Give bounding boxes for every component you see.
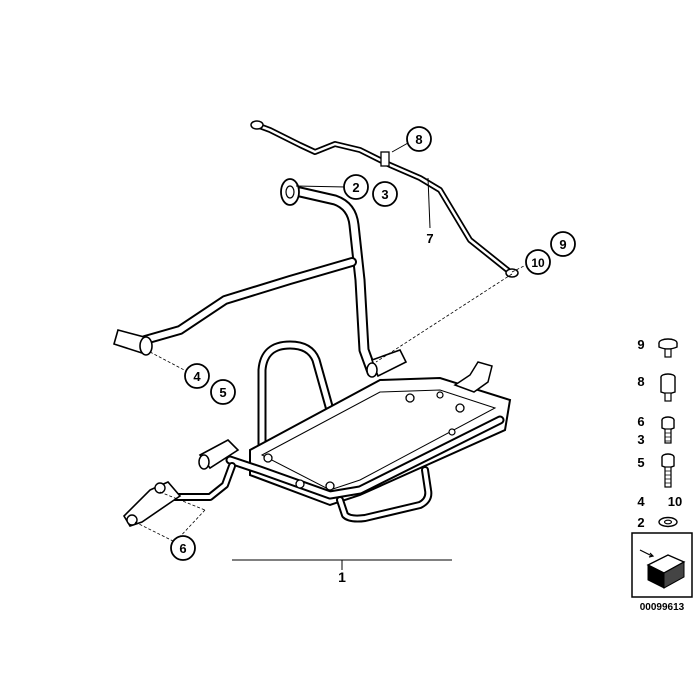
svg-text:3: 3 [381,187,388,202]
svg-text:10: 10 [531,256,545,270]
link-arm [122,462,236,527]
label-part-7: 7 [426,231,433,246]
svg-text:8: 8 [415,132,422,147]
legend-label-2: 2 [637,515,644,530]
svg-text:2: 2 [352,180,359,195]
callout-9: 9 [550,231,576,257]
callout-8: 8 [406,126,432,152]
cap-screw-long-icon [661,453,675,488]
svg-text:6: 6 [179,541,186,556]
callout-2: 2 [343,174,369,200]
legend-label-10: 10 [668,494,682,509]
legend-label-3: 3 [637,432,644,447]
hardware-legend: 9 8 6 3 5 4 10 [631,337,693,613]
callout-6: 6 [170,535,196,561]
svg-text:4: 4 [193,369,201,384]
assembly-thumbnail-icon [631,532,693,598]
callout-4: 4 [184,363,210,389]
legend-label-8: 8 [637,374,644,389]
shoulder-bolt-icon [660,373,676,402]
label-part-1: 1 [338,569,346,585]
main-frame-part-1 [198,340,512,523]
button-head-screw-icon [658,338,678,358]
legend-label-4: 4 [637,494,645,509]
svg-text:5: 5 [219,385,226,400]
legend-label-6: 6 [637,414,644,429]
washer-icon [658,516,678,528]
cap-screw-short-icon [661,416,675,444]
callout-10: 10 [525,249,551,275]
part-number: 00099613 [640,602,685,613]
callout-3: 3 [372,181,398,207]
upper-rod-part-7 [250,120,519,278]
legend-label-9: 9 [637,337,644,352]
svg-text:9: 9 [559,237,566,252]
callout-5: 5 [210,379,236,405]
leader-lines [134,142,531,570]
support-tube [280,178,378,378]
cross-bar [113,257,357,356]
legend-label-5: 5 [637,455,644,470]
